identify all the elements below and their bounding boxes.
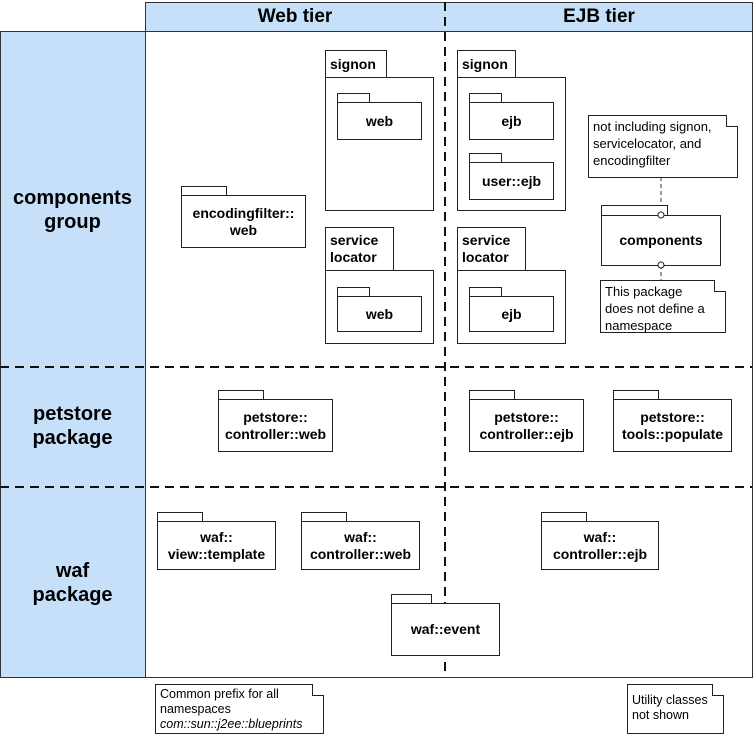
- package-waf-controller-ejb[interactable]: waf:: controller::ejb: [541, 521, 659, 570]
- note-prefix-text: Common prefix for all namespaces: [160, 687, 279, 716]
- package-waf-event[interactable]: waf::event: [391, 603, 500, 656]
- package-petstore-tools-populate[interactable]: petstore:: tools::populate: [613, 399, 732, 452]
- ejb-tier-header: EJB tier: [563, 6, 635, 27]
- package-user-ejb[interactable]: user::ejb: [469, 162, 554, 200]
- package-servicelocator-ejb-inner[interactable]: ejb: [469, 296, 554, 332]
- note-fold: [726, 115, 738, 127]
- package-signon-web-inner[interactable]: web: [337, 102, 422, 140]
- package-servicelocator-ejb-tab[interactable]: service locator: [457, 227, 526, 271]
- note-no-namespace: This package does not define a namespace: [600, 280, 726, 333]
- package-signon-web-tab[interactable]: signon: [325, 50, 387, 78]
- row-label-components: components group: [13, 187, 132, 233]
- web-tier-header: Web tier: [257, 6, 333, 27]
- package-components[interactable]: components: [601, 215, 721, 266]
- row-label-petstore: petstore package: [32, 403, 113, 449]
- note-fold: [312, 684, 324, 696]
- note-not-including: not including signon, servicelocator, an…: [588, 115, 738, 178]
- note-utility: Utility classes not shown: [627, 684, 724, 734]
- package-signon-ejb-tab[interactable]: signon: [457, 50, 516, 78]
- note-prefix-namespace: com::sun::j2ee::blueprints: [160, 717, 303, 731]
- package-waf-view-template[interactable]: waf:: view::template: [157, 521, 276, 570]
- package-servicelocator-web-tab[interactable]: service locator: [325, 227, 394, 271]
- note-common-prefix: Common prefix for all namespaces com::su…: [155, 684, 324, 734]
- connector-circles: [657, 211, 665, 269]
- tier-header-band: [145, 2, 753, 32]
- note-fold: [712, 684, 724, 696]
- package-petstore-controller-ejb[interactable]: petstore:: controller::ejb: [469, 399, 584, 452]
- note-fold: [714, 280, 726, 292]
- package-encodingfilter-web[interactable]: encodingfilter:: web: [181, 195, 306, 248]
- package-petstore-controller-web[interactable]: petstore:: controller::web: [218, 399, 333, 452]
- row-header-column: [0, 31, 146, 678]
- package-waf-controller-web[interactable]: waf:: controller::web: [301, 521, 420, 570]
- row-label-waf: waf package: [32, 560, 113, 606]
- package-servicelocator-web-inner[interactable]: web: [337, 296, 422, 332]
- package-signon-ejb-inner[interactable]: ejb: [469, 102, 554, 140]
